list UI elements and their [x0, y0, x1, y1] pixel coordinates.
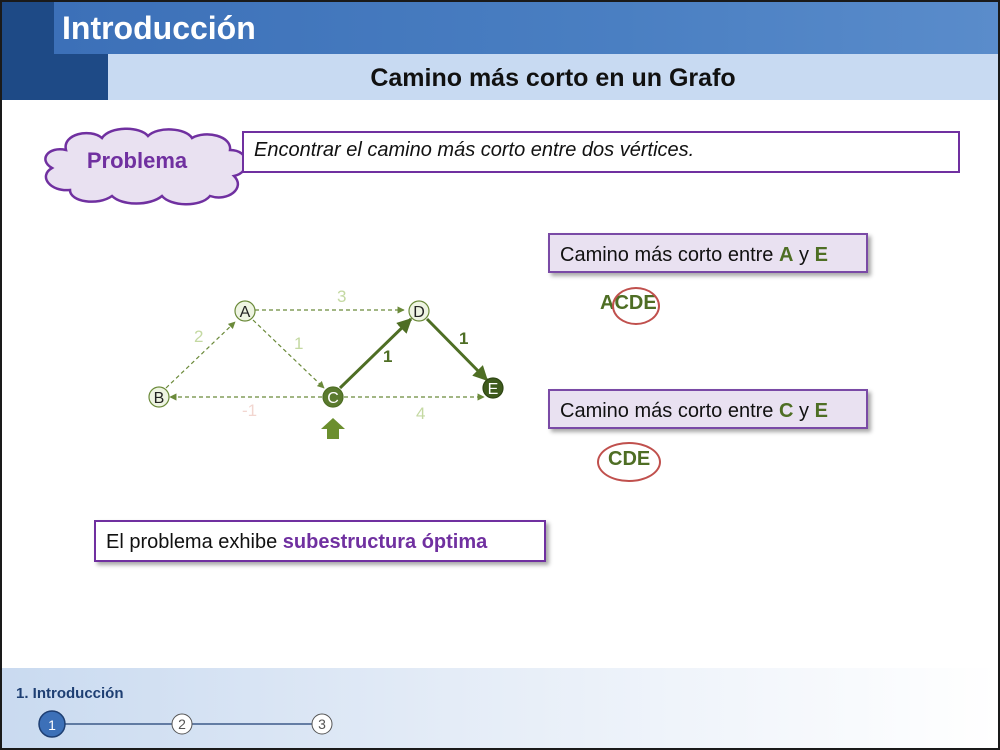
optimal-highlight: subestructura óptima	[282, 531, 488, 553]
weight-c-d: 1	[383, 347, 392, 366]
node-a: A	[234, 300, 256, 322]
node-c-label: C	[327, 390, 339, 407]
footer-bar	[2, 668, 998, 748]
answer-a-e-prefix: A	[600, 292, 615, 314]
question-c-e: Camino más corto entre C y E	[548, 389, 868, 429]
question-a-e-prefix: Camino más corto entre	[560, 244, 779, 266]
question-a-e-from: A	[778, 244, 794, 266]
node-e: E	[482, 377, 504, 399]
step-1-label: 1	[48, 717, 56, 733]
optimal-substructure-box: El problema exhibe subestructura óptima	[94, 520, 546, 562]
progress-steps: 1 2 3	[38, 710, 333, 738]
definition-box	[242, 131, 960, 173]
step-1[interactable]: 1	[38, 710, 66, 738]
node-b: B	[148, 386, 170, 408]
question-c-e-from: C	[778, 400, 794, 422]
subtitle-bar	[108, 54, 998, 100]
question-a-e: Camino más corto entre A y E	[548, 233, 868, 273]
answer-c-e-ring	[597, 442, 661, 482]
node-d: D	[408, 300, 430, 322]
answer-a-e-ring	[612, 287, 660, 325]
page-title: Introducción	[62, 10, 256, 46]
up-arrow-icon	[321, 418, 345, 439]
definition-text: Encontrar el camino más corto entre dos …	[254, 139, 695, 161]
step-2-label: 2	[178, 716, 186, 732]
question-c-e-prefix: Camino más corto entre	[560, 400, 779, 422]
footer-section-label: 1. Introducción	[16, 685, 124, 702]
step-3-label: 3	[318, 716, 326, 732]
step-2[interactable]: 2	[171, 713, 193, 735]
node-c: C	[322, 386, 344, 408]
step-3[interactable]: 3	[311, 713, 333, 735]
weight-a-c: 1	[294, 334, 303, 353]
edge-d-e	[425, 317, 489, 382]
graph-diagram: 2 3 1 -1 4 1 1 A B C D E	[148, 287, 504, 439]
page-subtitle: Camino más corto en un Grafo	[370, 64, 736, 92]
node-e-label: E	[488, 381, 499, 398]
problem-label: Problema	[86, 148, 188, 173]
header-bar	[54, 2, 998, 54]
weight-d-e: 1	[459, 329, 468, 348]
weight-b-a: 2	[194, 327, 203, 346]
cloud-shape	[44, 127, 248, 206]
question-a-e-to: E	[814, 244, 828, 266]
weight-a-d: 3	[337, 287, 346, 306]
edge-c-d	[338, 317, 413, 390]
question-c-e-conj: y	[793, 400, 815, 422]
edge-b-a	[165, 321, 236, 389]
weight-c-b: -1	[242, 401, 257, 420]
edge-a-c	[252, 319, 325, 389]
node-a-label: A	[240, 304, 251, 321]
optimal-text: El problema exhibe	[106, 531, 283, 553]
node-b-label: B	[154, 390, 165, 407]
weight-c-e: 4	[416, 404, 425, 423]
question-c-e-to: E	[814, 400, 828, 422]
node-d-label: D	[413, 304, 425, 321]
question-a-e-conj: y	[793, 244, 815, 266]
